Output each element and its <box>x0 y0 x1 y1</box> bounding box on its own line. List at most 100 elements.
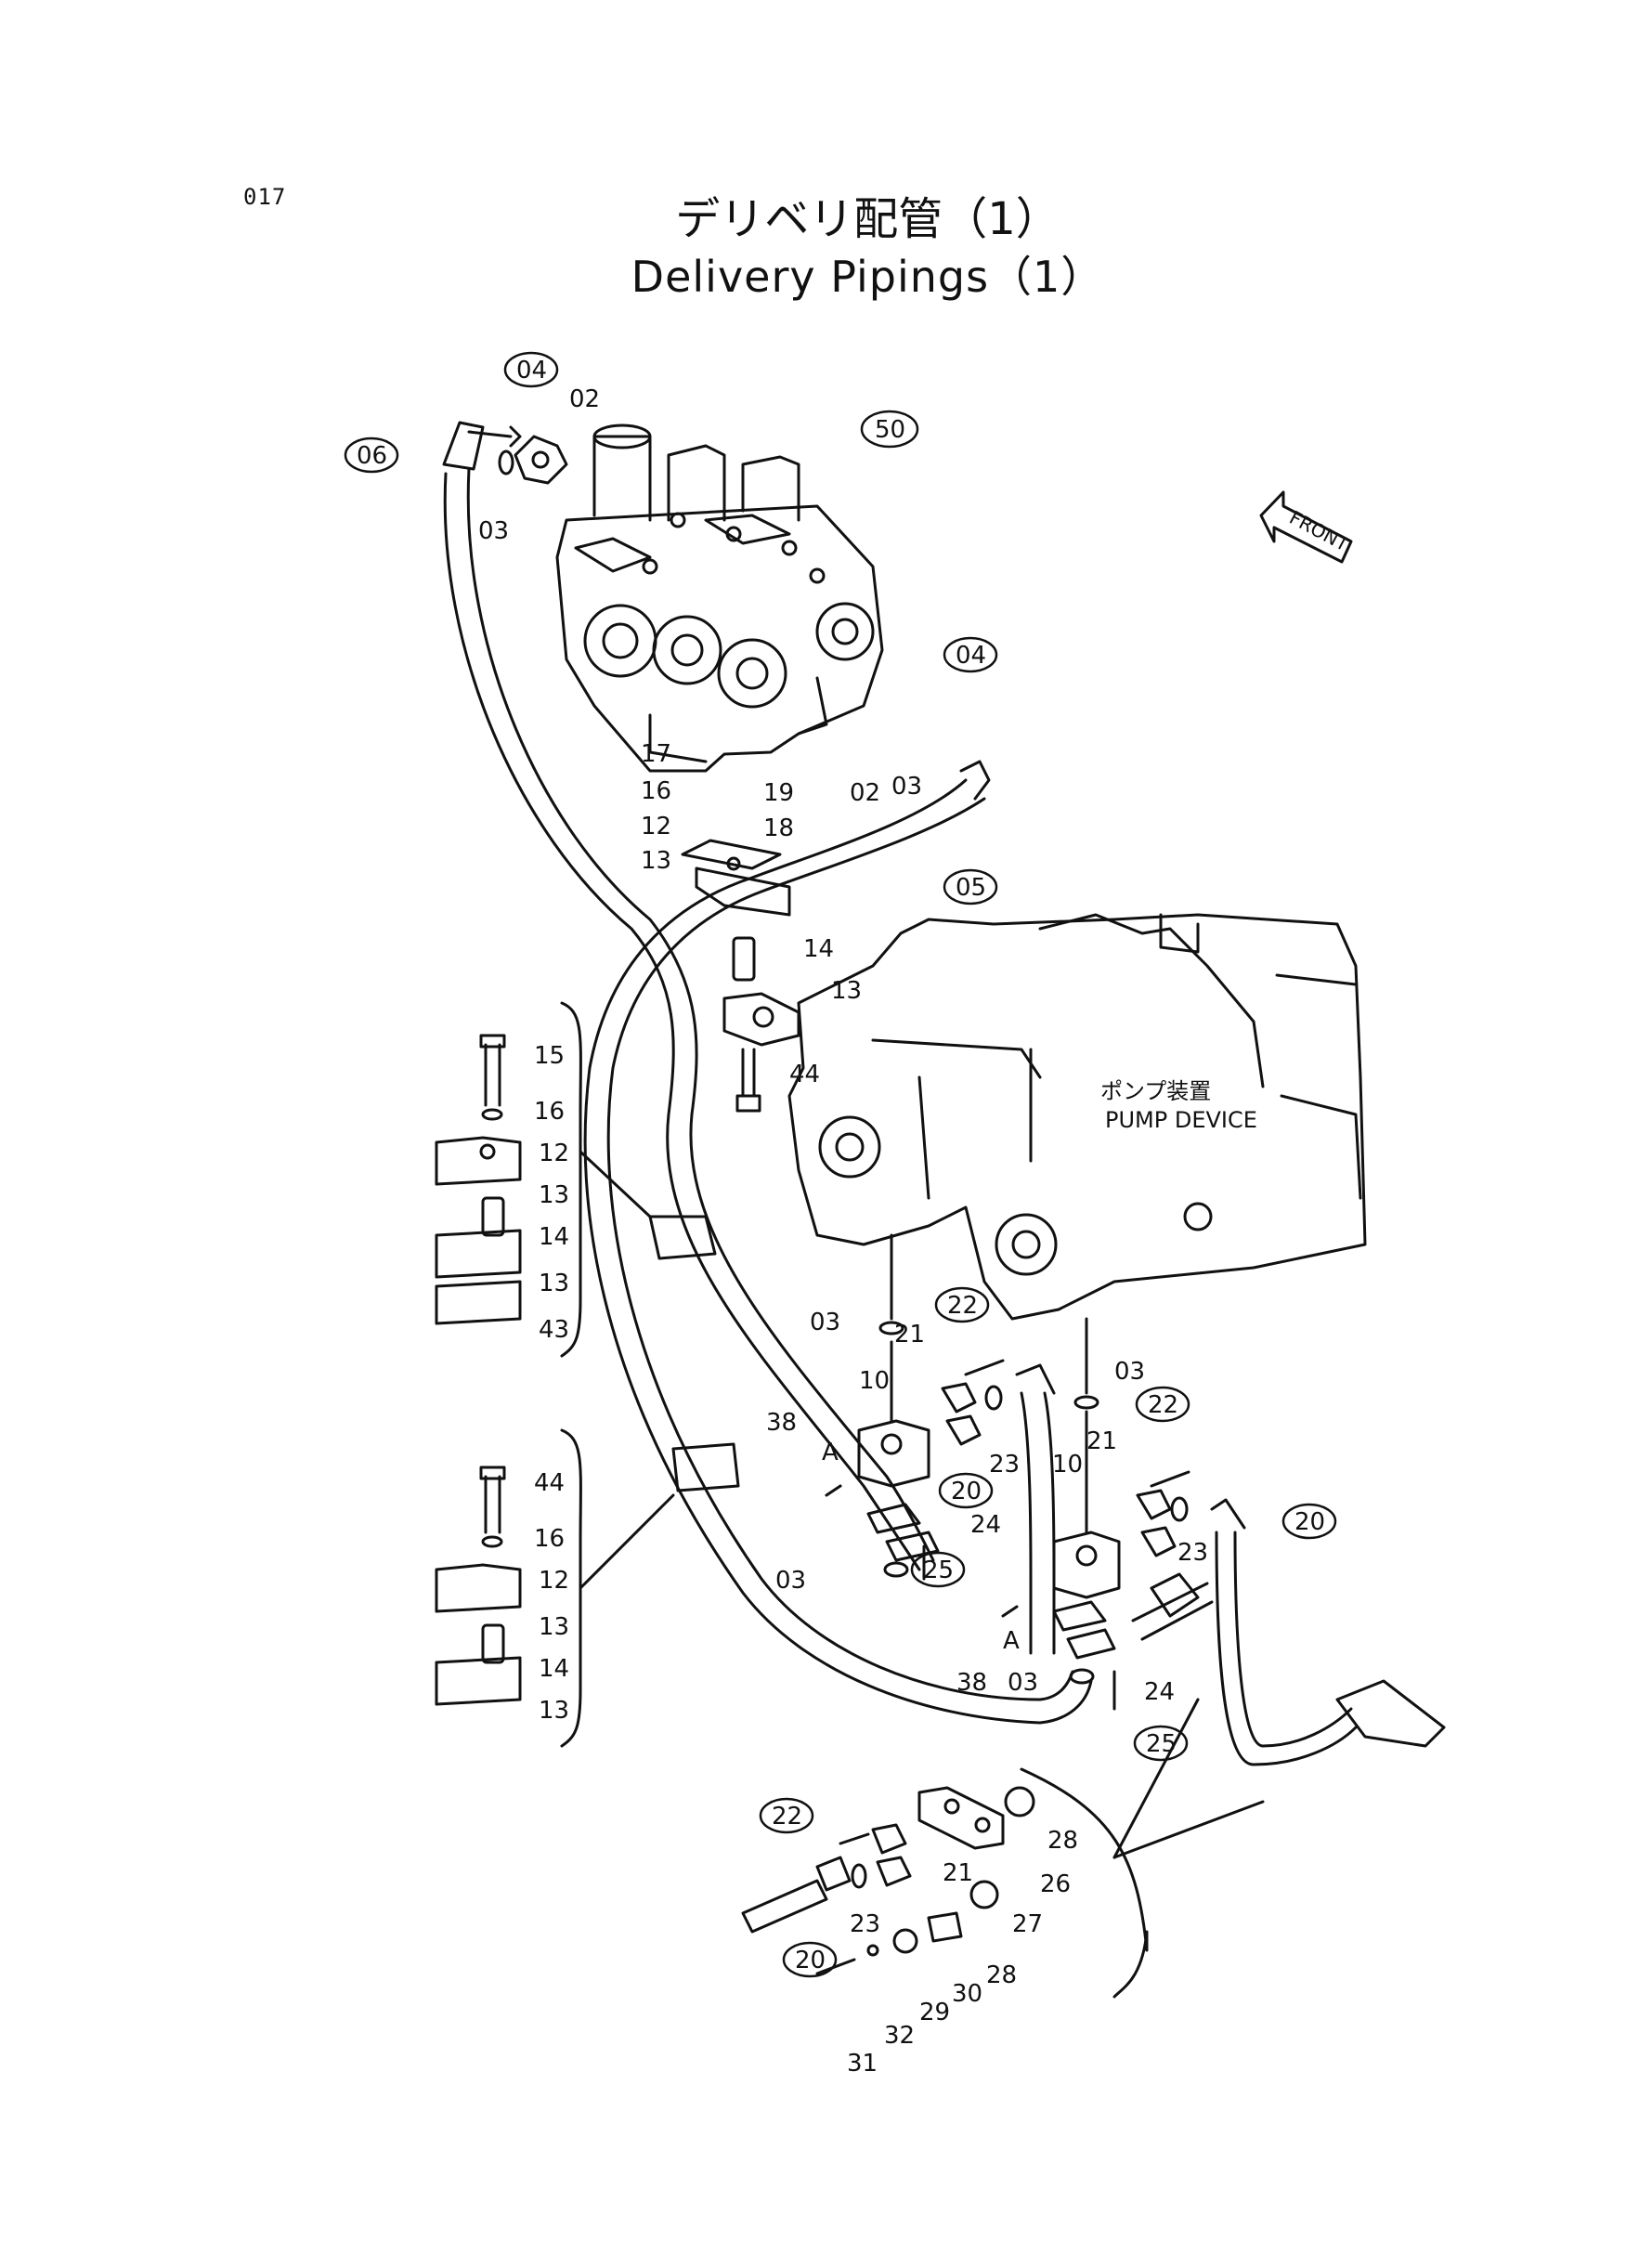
svg-text:21: 21 <box>943 1859 973 1887</box>
callout: 16 <box>534 1098 565 1126</box>
callout: 20 <box>782 1941 838 1978</box>
bolts <box>825 1359 1190 1711</box>
clamp-set-bracket-2 <box>435 1428 675 1748</box>
callout: 22 <box>759 1797 814 1834</box>
svg-text:03: 03 <box>891 773 922 801</box>
svg-text:19: 19 <box>763 779 794 807</box>
page-title-japanese: デリベリ配管（1） <box>675 193 1060 245</box>
svg-text:13: 13 <box>539 1270 569 1297</box>
callout: 13 <box>539 1697 569 1725</box>
callout: 14 <box>539 1655 569 1683</box>
svg-text:13: 13 <box>539 1613 569 1641</box>
svg-text:13: 13 <box>831 977 862 1005</box>
callout: A <box>822 1439 839 1466</box>
callout: 17 <box>641 740 671 768</box>
svg-text:32: 32 <box>884 2022 915 2050</box>
svg-text:13: 13 <box>539 1181 569 1209</box>
svg-text:14: 14 <box>539 1223 569 1251</box>
callout: 20 <box>938 1472 994 1509</box>
svg-text:13: 13 <box>539 1697 569 1725</box>
callout: 38 <box>956 1669 987 1697</box>
svg-text:50: 50 <box>875 416 905 444</box>
flange-02-upper <box>498 435 568 485</box>
callout: 10 <box>859 1367 890 1395</box>
svg-text:12: 12 <box>539 1140 569 1167</box>
svg-text:20: 20 <box>951 1478 982 1505</box>
svg-text:04: 04 <box>956 642 986 670</box>
callout: 44 <box>789 1061 820 1088</box>
svg-text:21: 21 <box>1086 1427 1117 1455</box>
svg-text:31: 31 <box>847 2050 878 2078</box>
svg-text:23: 23 <box>989 1451 1020 1479</box>
callout: 04 <box>943 636 998 673</box>
callout: 03 <box>775 1567 806 1595</box>
svg-text:03: 03 <box>1114 1358 1145 1386</box>
callout: 27 <box>1012 1910 1043 1938</box>
svg-text:22: 22 <box>947 1292 978 1320</box>
callout: 30 <box>952 1980 982 2008</box>
callout: 02 <box>569 385 600 413</box>
callout: 28 <box>986 1961 1017 1989</box>
callout: 13 <box>641 847 671 875</box>
svg-text:21: 21 <box>894 1321 925 1348</box>
clamp-upper <box>681 839 791 917</box>
svg-text:24: 24 <box>970 1511 1001 1539</box>
callout: 38 <box>766 1409 797 1437</box>
svg-text:24: 24 <box>1144 1678 1175 1706</box>
svg-text:A: A <box>1003 1627 1020 1655</box>
callout: 13 <box>539 1270 569 1297</box>
callout: 16 <box>641 777 671 805</box>
callout: 10 <box>1052 1451 1083 1479</box>
callout: 23 <box>989 1451 1020 1479</box>
hose-20-elbow <box>1131 1572 1214 1641</box>
callout: 32 <box>884 2022 915 2050</box>
callout: 13 <box>831 977 862 1005</box>
callout: 03 <box>891 773 922 801</box>
svg-text:03: 03 <box>810 1309 840 1336</box>
pump-device-label-english: PUMP DEVICE <box>1105 1107 1257 1133</box>
svg-text:29: 29 <box>919 1999 950 2026</box>
callout: 44 <box>534 1469 565 1497</box>
callout: 06 <box>344 436 399 474</box>
svg-text:16: 16 <box>534 1098 565 1126</box>
clamp-set-bracket-1 <box>435 1001 652 1358</box>
svg-text:14: 14 <box>539 1655 569 1683</box>
svg-text:03: 03 <box>478 517 509 545</box>
callout: 03 <box>1008 1669 1038 1697</box>
svg-text:16: 16 <box>641 777 671 805</box>
svg-text:22: 22 <box>772 1803 802 1831</box>
callout: 14 <box>539 1223 569 1251</box>
callout: 43 <box>539 1316 569 1344</box>
callout: 23 <box>1177 1539 1208 1567</box>
hose-05 <box>583 760 1093 1725</box>
pump-device <box>787 913 1367 1321</box>
callout: 25 <box>1133 1725 1189 1762</box>
svg-text:43: 43 <box>539 1316 569 1344</box>
svg-text:38: 38 <box>766 1409 797 1437</box>
front-arrow-label: FRONT <box>1286 506 1353 556</box>
callout: 03 <box>1114 1358 1145 1386</box>
front-arrow-icon: FRONT <box>1259 490 1353 564</box>
callout: 28 <box>1047 1827 1078 1855</box>
svg-text:44: 44 <box>534 1469 565 1497</box>
callout: 12 <box>641 813 671 840</box>
svg-text:20: 20 <box>795 1947 826 1974</box>
svg-text:A: A <box>822 1439 839 1466</box>
callout: 19 <box>763 779 794 807</box>
callout: 21 <box>1086 1427 1117 1455</box>
clamp-set-bracket-3 <box>1020 1698 1265 1999</box>
callout: 20 <box>1281 1503 1337 1540</box>
block-10-left <box>857 1233 930 1488</box>
callout: 04 <box>503 351 559 388</box>
callout: 12 <box>539 1140 569 1167</box>
svg-text:18: 18 <box>763 814 794 842</box>
svg-text:28: 28 <box>986 1961 1017 1989</box>
hose-06 <box>442 421 935 1571</box>
hose-20-left <box>1015 1363 1056 1655</box>
svg-text:25: 25 <box>923 1557 954 1584</box>
svg-text:25: 25 <box>1146 1730 1177 1758</box>
callout: 12 <box>539 1567 569 1595</box>
svg-text:12: 12 <box>539 1567 569 1595</box>
callout-labels: 04 02 06 03 50 04 17 16 19 02 03 18 12 1… <box>344 351 1337 2078</box>
